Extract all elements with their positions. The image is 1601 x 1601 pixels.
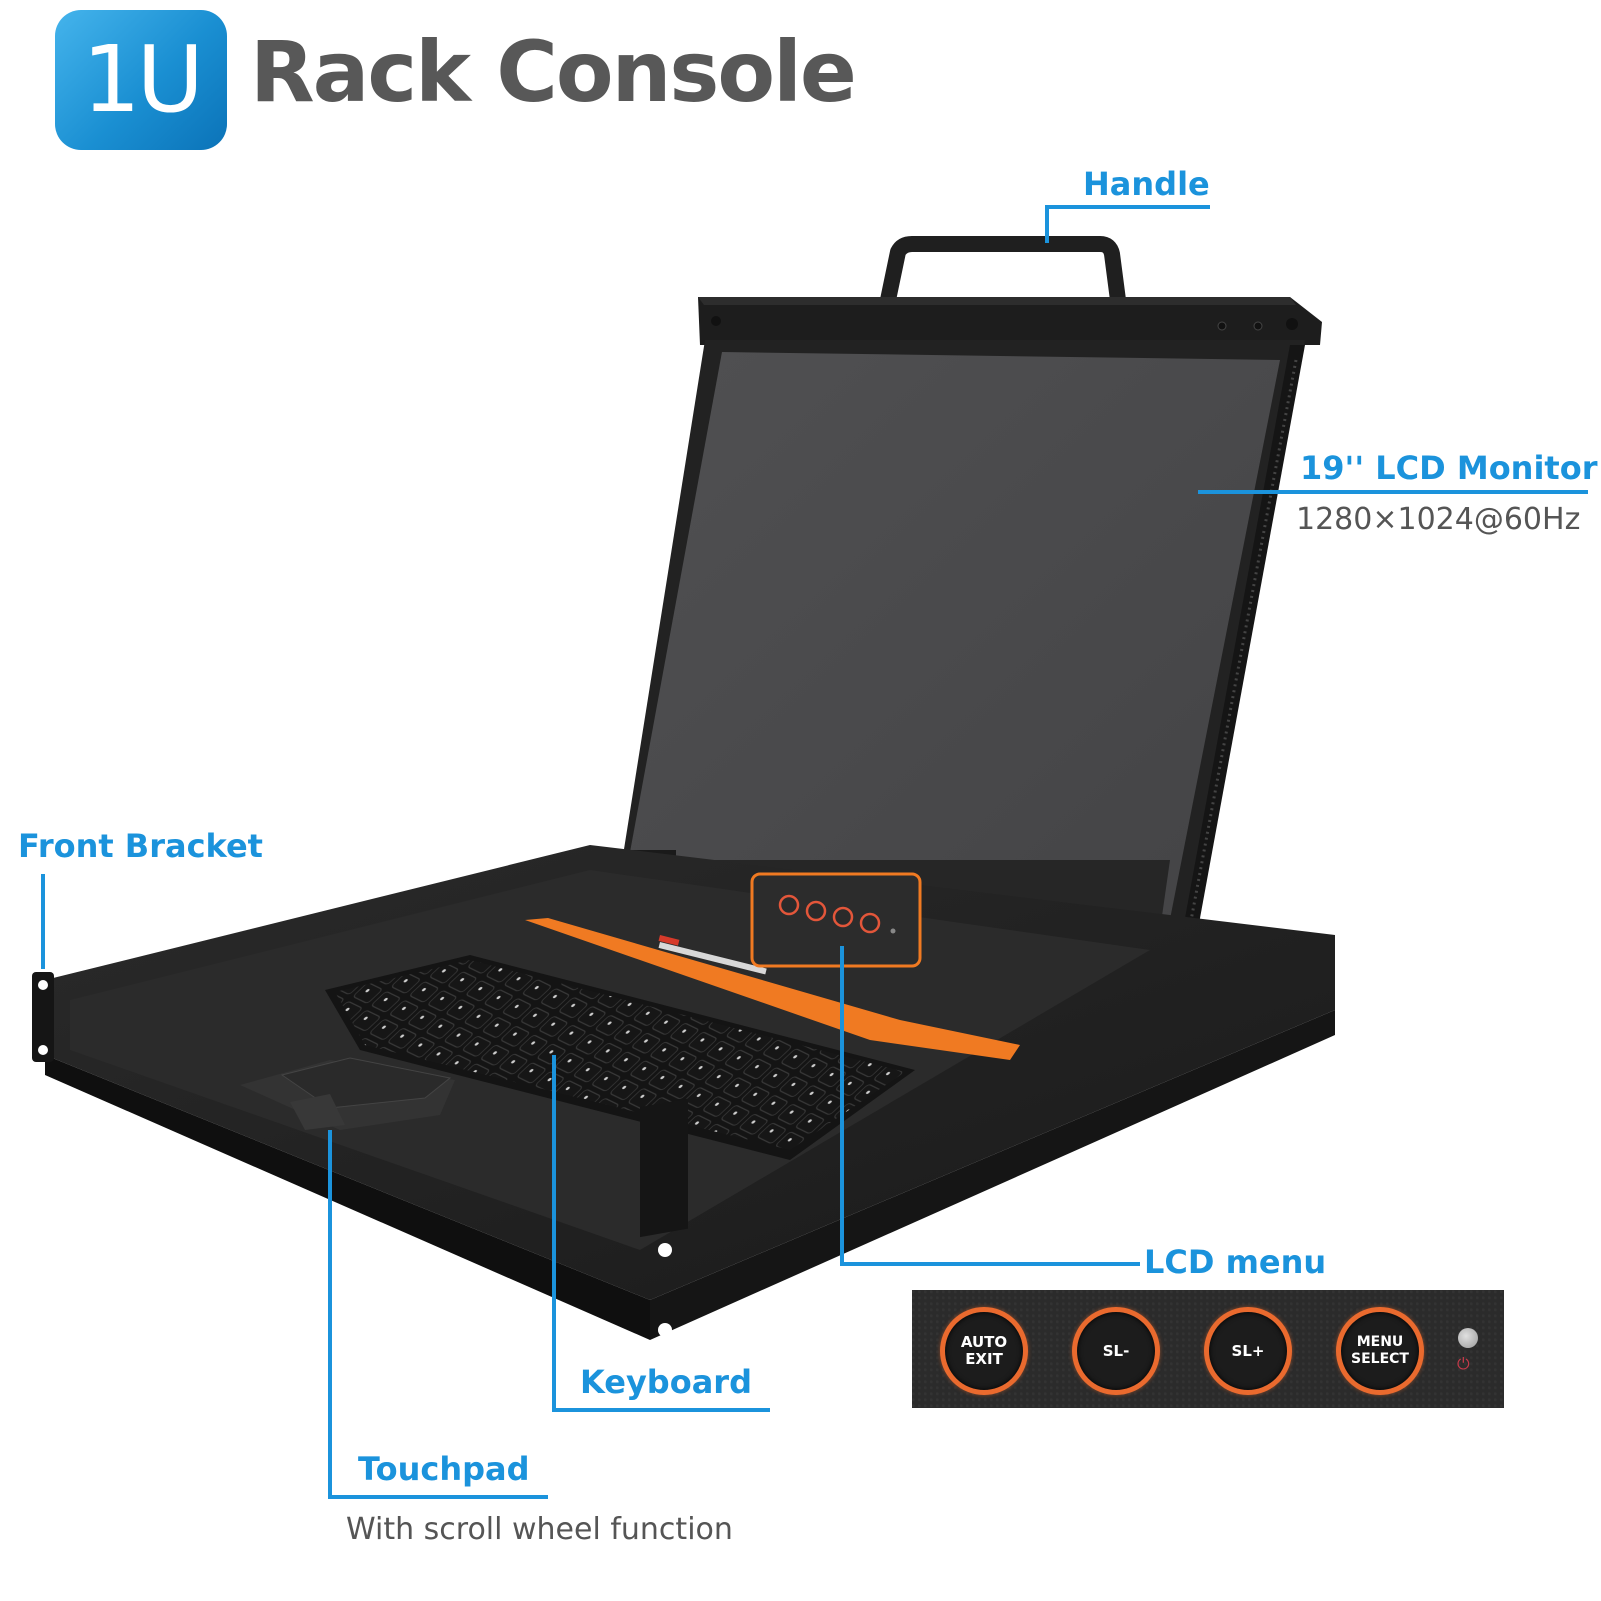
touchpad-callout-line-v (328, 1130, 332, 1498)
handle-callout-line-h (1045, 205, 1210, 209)
handle-callout-line-v (1045, 205, 1049, 243)
handle (880, 236, 1126, 302)
menu-select-button[interactable]: MENU SELECT (1336, 1307, 1424, 1395)
page-title: Rack Console (250, 23, 857, 121)
keyboard-callout-line-v (552, 1055, 556, 1410)
lcd-menu-panel: AUTO EXIT SL- SL+ MENU SELECT ⏻ (912, 1290, 1504, 1408)
status-led (1458, 1328, 1478, 1348)
touchpad-label: Touchpad (358, 1450, 530, 1488)
auto-exit-button[interactable]: AUTO EXIT (940, 1307, 1028, 1395)
1u-badge: 1U (55, 10, 227, 150)
lcd-menu-label: LCD menu (1144, 1243, 1327, 1281)
sl-plus-button[interactable]: SL+ (1204, 1307, 1292, 1395)
touchpad-description: With scroll wheel function (346, 1512, 733, 1547)
power-icon: ⏻ (1457, 1354, 1470, 1373)
monitor-label: 19'' LCD Monitor (1300, 449, 1598, 487)
keyboard-label: Keyboard (580, 1363, 752, 1401)
badge-text: 1U (82, 26, 204, 133)
keyboard-callout-line-h (552, 1408, 770, 1412)
front-bracket-callout-line (41, 874, 45, 969)
lcd-menu-callout-line-h (840, 1262, 1140, 1266)
handle-label: Handle (1083, 165, 1210, 203)
monitor-callout-line (1198, 490, 1588, 494)
lcd-menu-callout-line-v (840, 946, 844, 1264)
touchpad-callout-line-h (328, 1495, 548, 1499)
sl-minus-button[interactable]: SL- (1072, 1307, 1160, 1395)
lcd-menu-on-device (750, 872, 922, 968)
monitor-resolution: 1280×1024@60Hz (1296, 502, 1581, 537)
front-bracket-label: Front Bracket (18, 827, 263, 865)
